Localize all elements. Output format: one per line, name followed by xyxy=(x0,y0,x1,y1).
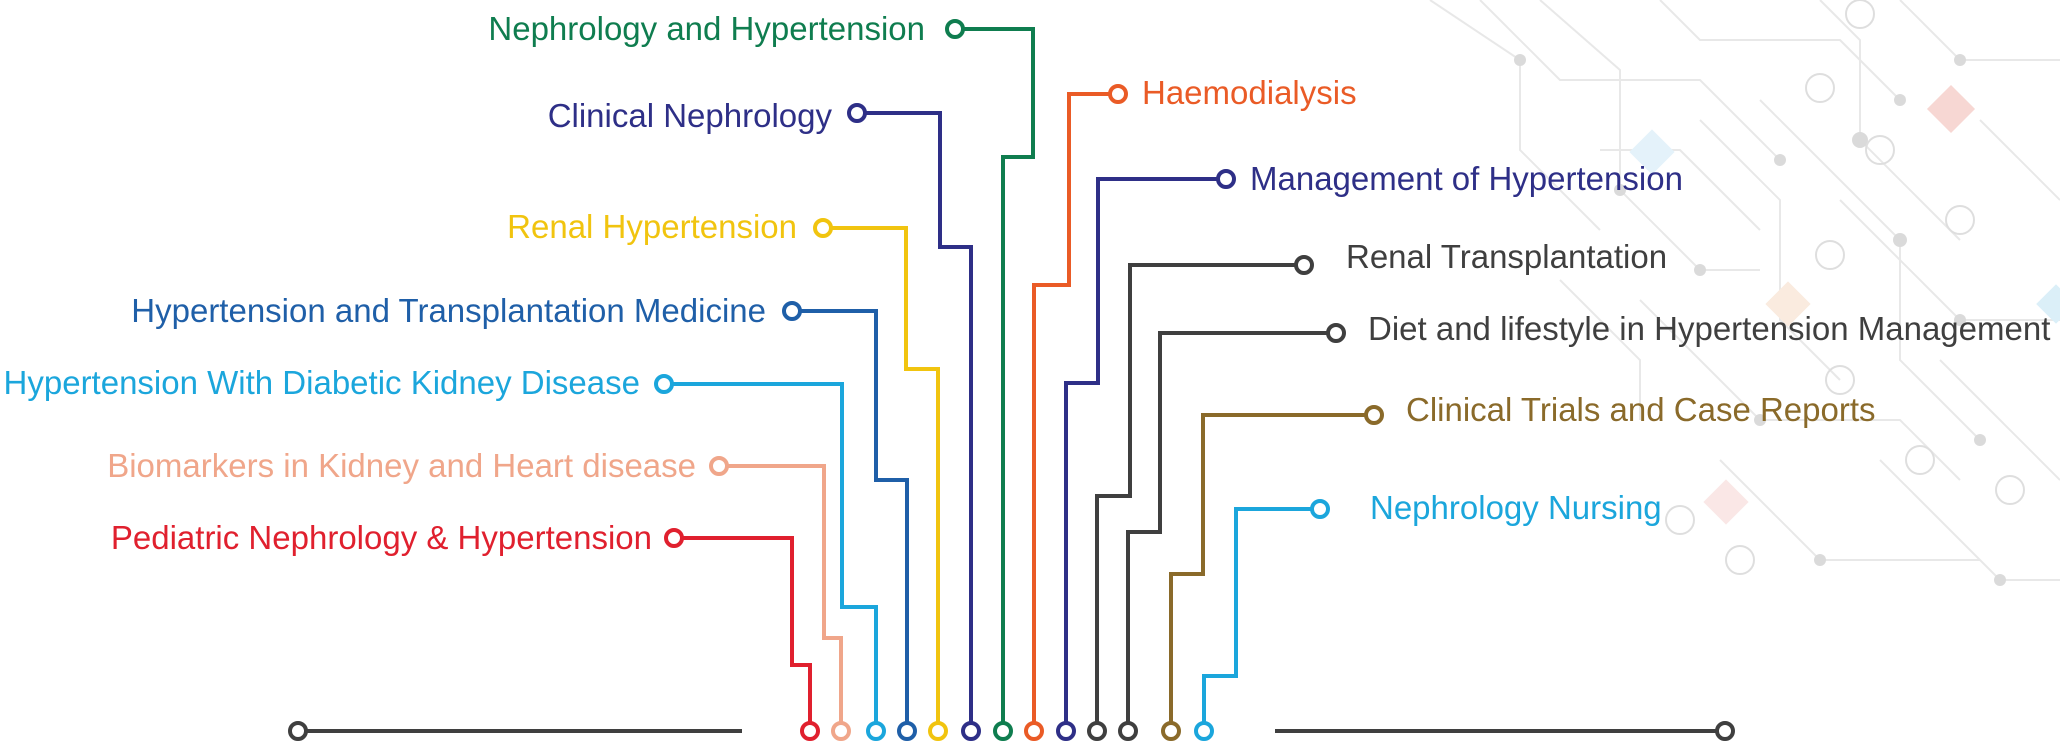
topic-branch xyxy=(866,111,973,731)
topic-branch xyxy=(1095,263,1296,731)
topic-root-node xyxy=(1194,721,1214,741)
topic-end-node xyxy=(1364,405,1384,425)
topic-end-node xyxy=(709,456,729,476)
topic-label[interactable]: Diet and lifestyle in Hypertension Manag… xyxy=(1368,310,2050,347)
topic-end-node xyxy=(1294,255,1314,275)
topic-root-node xyxy=(1118,721,1138,741)
topic-root-node xyxy=(866,721,886,741)
topic-label[interactable]: Nephrology and Hypertension xyxy=(488,10,925,47)
topic-label[interactable]: Management of Hypertension xyxy=(1250,160,1683,197)
topic-end-node xyxy=(654,374,674,394)
topic-end-node xyxy=(1108,84,1128,104)
topic-branch xyxy=(1202,507,1312,731)
topic-root-node xyxy=(928,721,948,741)
topic-end-node xyxy=(1310,499,1330,519)
topic-branch xyxy=(673,382,878,731)
topic-branches xyxy=(673,27,1366,731)
topic-label[interactable]: Biomarkers in Kidney and Heart disease xyxy=(107,447,696,484)
topic-end-node xyxy=(847,103,867,123)
topic-label[interactable]: Hypertension With Diabetic Kidney Diseas… xyxy=(4,364,640,401)
topic-label[interactable]: Nephrology Nursing xyxy=(1370,489,1662,526)
topic-branch xyxy=(800,309,909,731)
topic-root-node xyxy=(1087,721,1107,741)
topic-nodes xyxy=(654,19,1384,741)
topic-root-node xyxy=(1161,721,1181,741)
topic-root-node xyxy=(800,721,820,741)
topic-end-node xyxy=(945,19,965,39)
topic-branch xyxy=(682,536,812,731)
topic-label[interactable]: Renal Hypertension xyxy=(507,208,797,245)
topic-label[interactable]: Hypertension and Transplantation Medicin… xyxy=(131,292,766,329)
topic-label[interactable]: Clinical Trials and Case Reports xyxy=(1406,391,1876,428)
baseline-left-node xyxy=(288,721,308,741)
topic-end-node xyxy=(1326,323,1346,343)
topic-root-node xyxy=(993,721,1013,741)
topic-label[interactable]: Clinical Nephrology xyxy=(548,97,833,134)
topic-branch xyxy=(1032,92,1110,731)
topic-label[interactable]: Renal Transplantation xyxy=(1346,238,1667,275)
topic-end-node xyxy=(782,301,802,321)
topic-branch xyxy=(727,464,843,731)
circuit-background-pattern xyxy=(1429,0,2060,586)
topic-root-node xyxy=(831,721,851,741)
topic-end-node xyxy=(1216,169,1236,189)
topic-labels: Nephrology and Hypertension Clinical Nep… xyxy=(4,10,2051,556)
topic-label[interactable]: Pediatric Nephrology & Hypertension xyxy=(111,519,652,556)
topic-root-node xyxy=(897,721,917,741)
topic-root-node xyxy=(961,721,981,741)
baseline xyxy=(288,721,1735,741)
topic-label[interactable]: Haemodialysis xyxy=(1142,74,1357,111)
topic-branch xyxy=(955,27,1035,731)
topic-branch xyxy=(1126,331,1328,731)
baseline-right-node xyxy=(1715,721,1735,741)
topic-branch xyxy=(832,226,940,731)
topic-branch xyxy=(1169,413,1366,731)
topic-end-node xyxy=(664,528,684,548)
topic-root-node xyxy=(1024,721,1044,741)
topic-root-node xyxy=(1056,721,1076,741)
topic-branch xyxy=(1064,177,1218,731)
topic-end-node xyxy=(813,218,833,238)
